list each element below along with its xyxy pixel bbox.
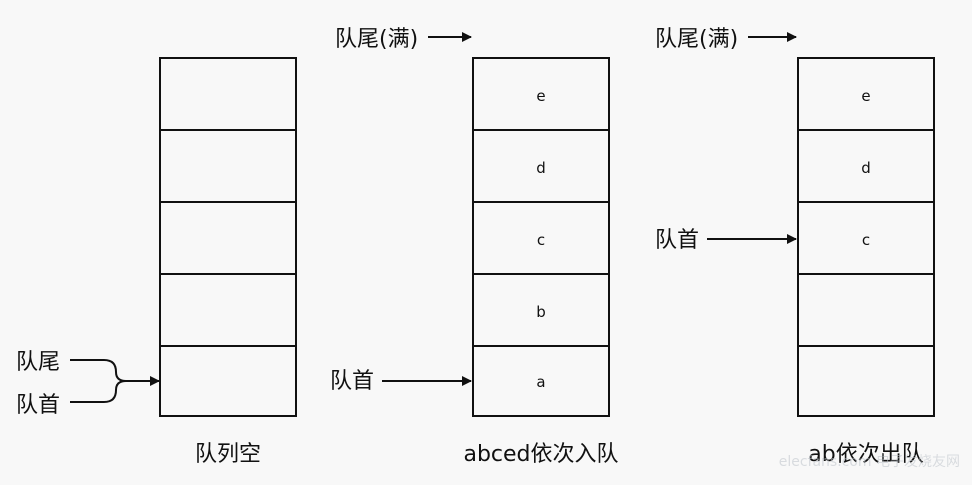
cell-value: e	[536, 87, 545, 105]
head-label: 队首	[16, 393, 60, 418]
stack-enqueue-abced: e d c b a 队尾(满) 队首 abced依次入队	[330, 27, 619, 467]
cell-value: d	[536, 159, 546, 177]
cell-value: c	[537, 231, 545, 249]
tail-full-label: 队尾(满)	[335, 27, 418, 52]
queue-cell	[159, 129, 297, 203]
head-label: 队首	[330, 369, 374, 394]
cell-value: b	[536, 303, 546, 321]
queue-cell	[159, 57, 297, 131]
queue-cell	[159, 345, 297, 417]
brace-connector	[70, 359, 146, 382]
tail-label: 队尾	[16, 350, 60, 375]
caption-empty-queue: 队列空	[195, 442, 261, 467]
queue-cell	[472, 345, 610, 417]
cell-value: c	[862, 231, 870, 249]
queue-cell	[797, 273, 935, 347]
queue-cell	[797, 345, 935, 417]
stack-empty-queue: 队尾 队首 队列空	[16, 57, 297, 467]
head-label: 队首	[655, 228, 699, 253]
cell-value: d	[861, 159, 871, 177]
queue-cell	[159, 273, 297, 347]
watermark: elecfans.com 电子发烧友网	[779, 454, 960, 470]
stack-dequeue-ab: e d c 队尾(满) 队首 ab依次出队	[655, 27, 935, 467]
tail-full-label: 队尾(满)	[655, 27, 738, 52]
queue-cell	[159, 201, 297, 275]
caption-dequeue-ab: ab依次出队	[808, 442, 923, 467]
cell-value: a	[536, 373, 545, 391]
cell-value: e	[861, 87, 870, 105]
brace-connector	[70, 380, 127, 403]
caption-enqueue-abced: abced依次入队	[463, 442, 618, 467]
